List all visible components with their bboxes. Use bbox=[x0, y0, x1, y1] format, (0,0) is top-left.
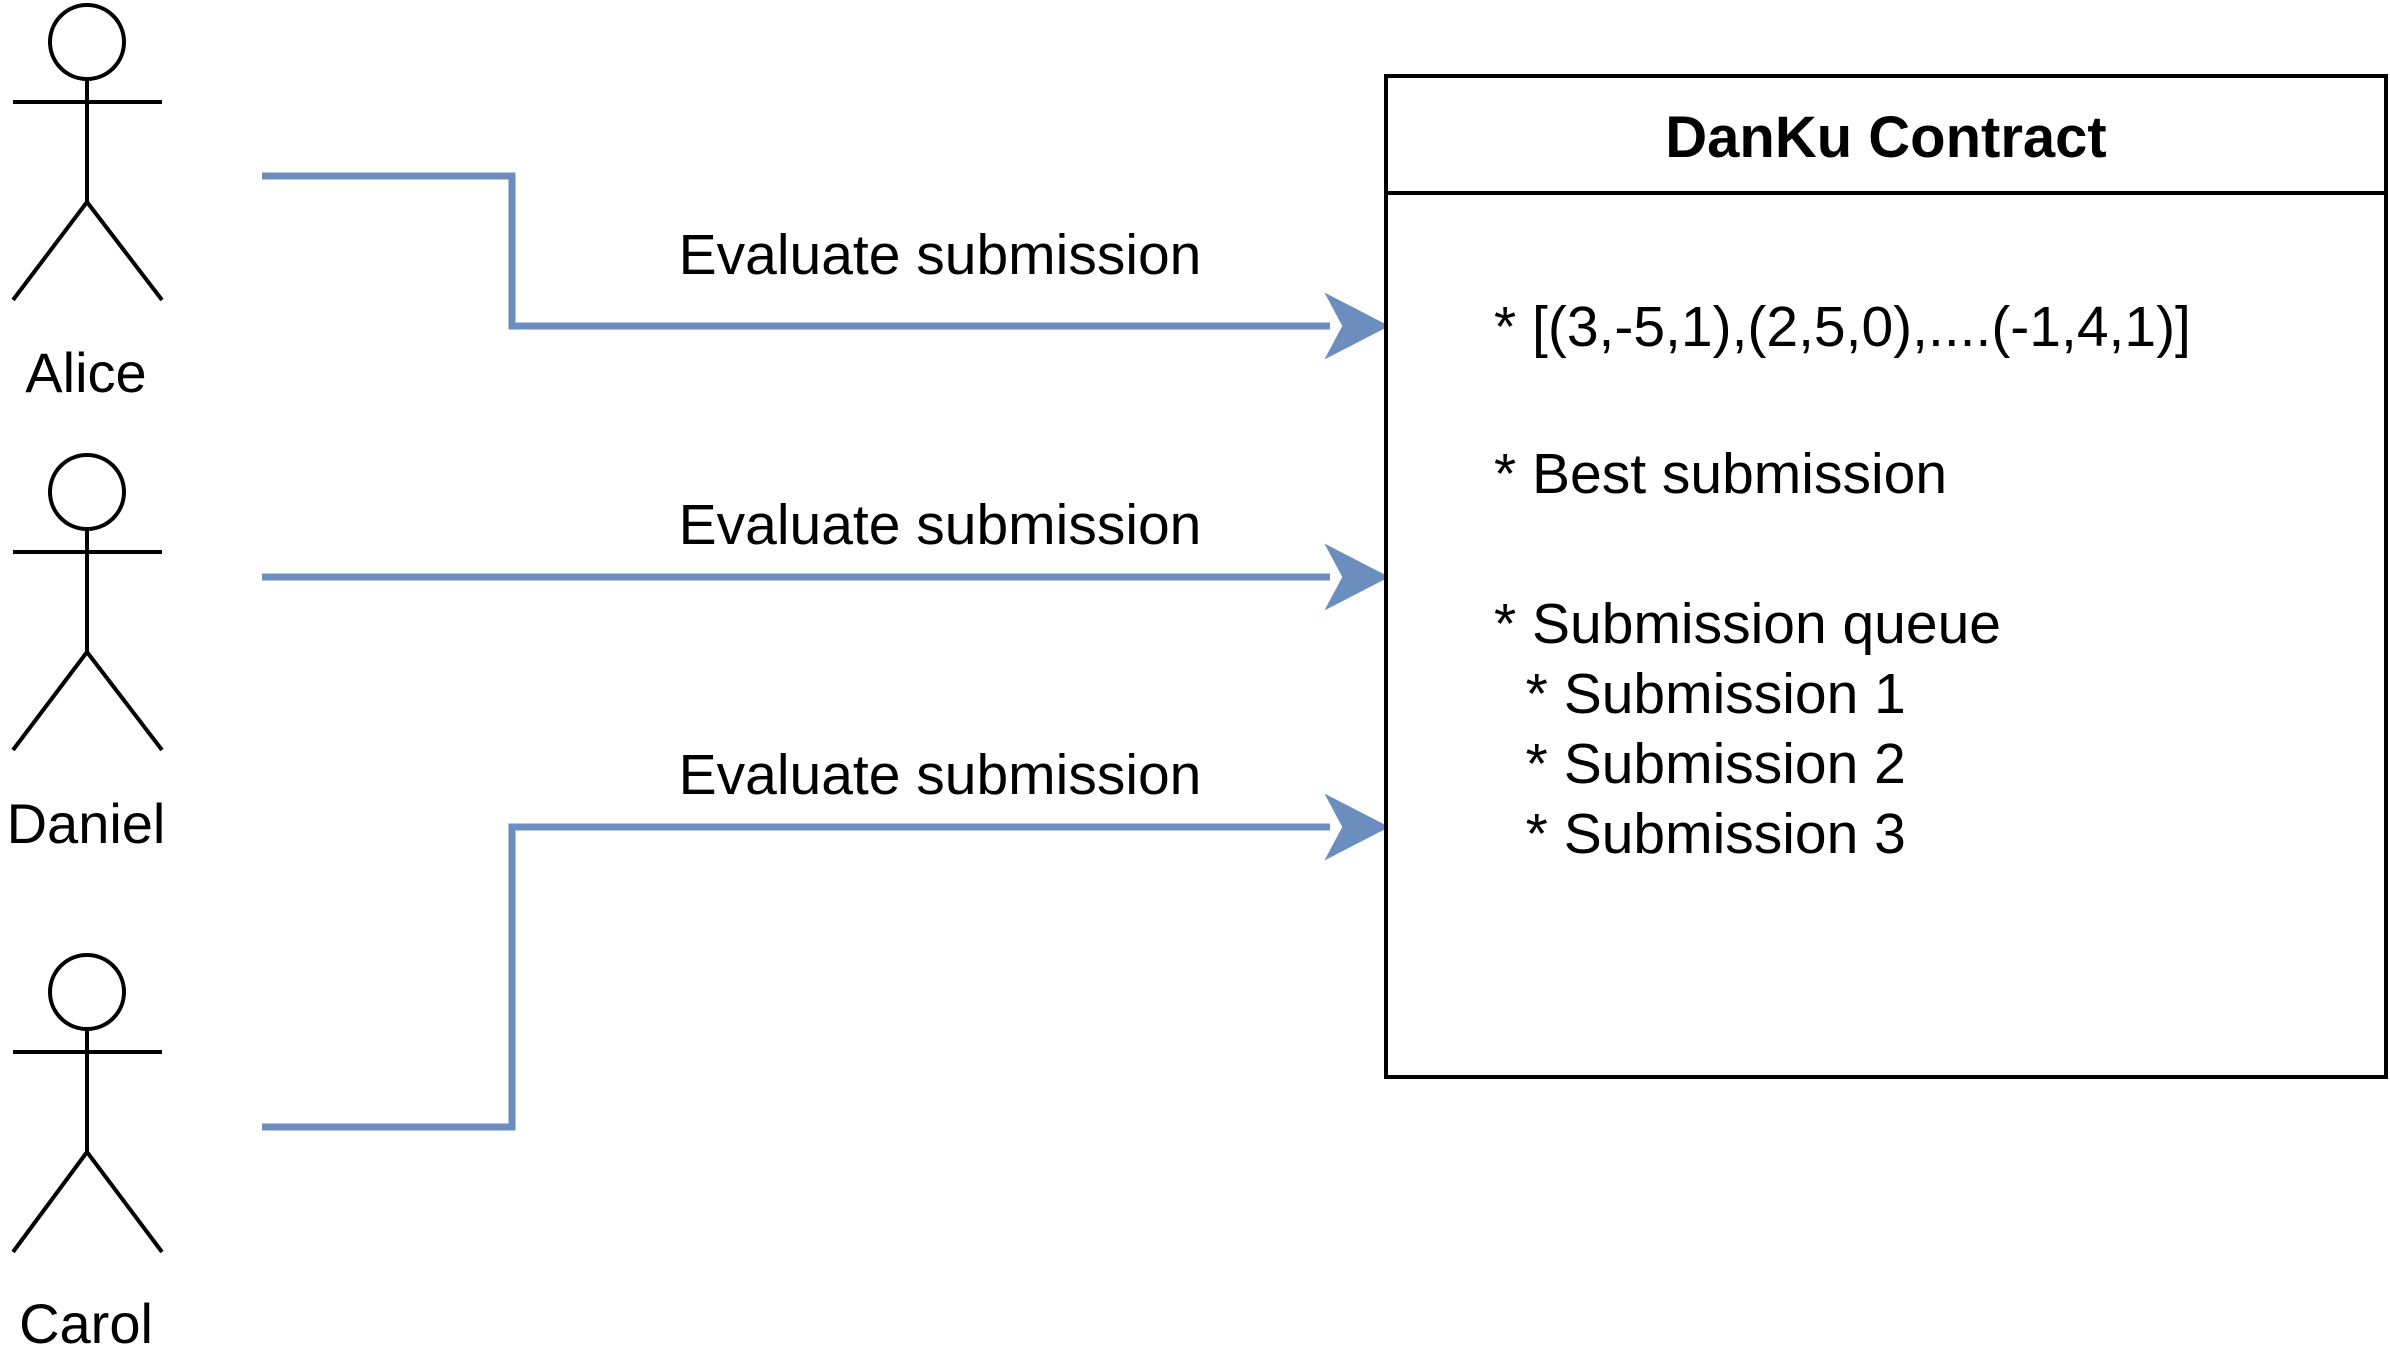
actor-left-leg bbox=[11, 1150, 89, 1254]
actor-label-carol: Carol bbox=[19, 1292, 153, 1355]
edge-alice-to-contract[interactable]: Evaluate submission bbox=[262, 172, 1390, 360]
actor-carol[interactable]: Carol bbox=[11, 953, 164, 1355]
actor-alice[interactable]: Alice bbox=[11, 3, 164, 404]
contract-box[interactable]: DanKu Contract * [(3,-5,1),(2,5,0),....(… bbox=[1384, 74, 2388, 1079]
actor-head bbox=[48, 3, 126, 81]
actor-daniel[interactable]: Daniel bbox=[7, 453, 166, 855]
arrowhead-icon bbox=[1324, 793, 1390, 861]
contract-line-submission-queue: * Submission queue bbox=[1494, 592, 2001, 656]
arrowhead-icon bbox=[1324, 543, 1390, 611]
contract-line-submission-1: * Submission 1 bbox=[1494, 662, 1906, 726]
contract-line-submission-2: * Submission 2 bbox=[1494, 732, 1906, 796]
contract-line-array: * [(3,-5,1),(2,5,0),....(-1,4,1)] bbox=[1494, 295, 2191, 359]
edge-label: Evaluate submission bbox=[679, 743, 1202, 807]
edge-label: Evaluate submission bbox=[679, 223, 1202, 287]
actor-right-leg bbox=[85, 1150, 164, 1254]
contract-line-submission-3: * Submission 3 bbox=[1494, 802, 1906, 866]
actor-label-daniel: Daniel bbox=[7, 792, 166, 855]
contract-box-frame bbox=[1384, 74, 2388, 1079]
arrowhead-icon bbox=[1324, 292, 1390, 360]
edge-carol-to-contract[interactable]: Evaluate submission bbox=[262, 743, 1390, 1131]
edge-daniel-to-contract[interactable]: Evaluate submission bbox=[262, 493, 1390, 611]
contract-title: DanKu Contract bbox=[1665, 105, 2106, 170]
edge-label: Evaluate submission bbox=[679, 493, 1202, 557]
actor-head bbox=[48, 953, 126, 1031]
actor-right-leg bbox=[85, 650, 164, 752]
actor-left-leg bbox=[11, 650, 89, 752]
actor-right-leg bbox=[85, 200, 164, 302]
actor-left-leg bbox=[11, 200, 89, 302]
actor-head bbox=[48, 453, 126, 531]
connector-line bbox=[262, 172, 1330, 330]
actor-label-alice: Alice bbox=[25, 341, 146, 404]
connector-line bbox=[262, 823, 1330, 1131]
contract-line-best-submission: * Best submission bbox=[1494, 442, 1947, 506]
